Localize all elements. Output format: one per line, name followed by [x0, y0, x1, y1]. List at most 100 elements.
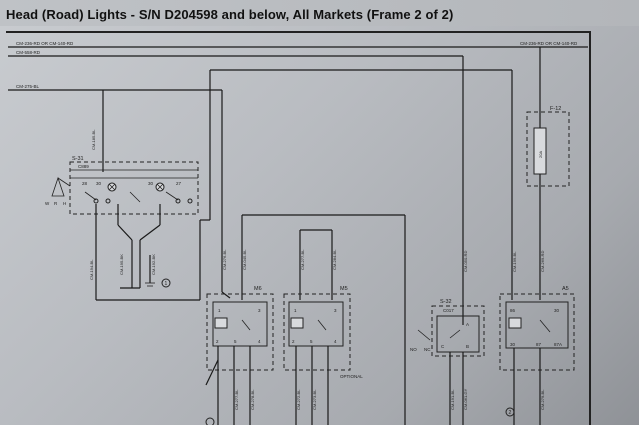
switch-s31: S-31 C889 28 30 30 27 W R H: [45, 90, 210, 301]
s32-outline: [431, 305, 485, 357]
wire-label-8: CM-284-BL: [332, 249, 337, 270]
wire-label-1: CM-185-BL: [91, 129, 96, 150]
m5-pin-3: 3: [334, 308, 337, 313]
s31-pin-3: 30: [148, 181, 154, 186]
s31-pos-r: R: [54, 201, 58, 206]
bus-label-second: CM-558-RD: [16, 50, 41, 55]
s31-connector: C889: [78, 164, 89, 169]
m6-relay-body: [212, 301, 268, 347]
wire-label-3: CM-195-BK: [119, 254, 124, 275]
title-bar: Head (Road) Lights - S/N D204598 and bel…: [0, 0, 639, 26]
m6-outline: [206, 293, 274, 371]
wire-label-5: CM-276-BL: [222, 249, 227, 270]
m5-pin-2: 2: [292, 339, 295, 344]
bus-label-top-left: CM-236-RD OR CM-140-RD: [16, 41, 74, 46]
m5-id: M5: [340, 286, 348, 292]
s31-id: S-31: [72, 156, 84, 162]
a5-pin-87: 87: [536, 342, 542, 347]
callout-1: [161, 278, 171, 288]
s32-connector: C017: [443, 308, 454, 313]
bus-label-top-right: CM-236-RD OR CM-140-RD: [520, 41, 578, 46]
m5-optional-note: OPTIONAL: [340, 374, 363, 379]
m5-pin-4: 4: [334, 339, 337, 344]
m5-outline: [283, 293, 351, 371]
wire-label-14: CM-272-BL: [296, 389, 301, 410]
a5-pin-30b: 30: [510, 342, 516, 347]
bus-tip-m6: [221, 291, 231, 299]
a5-pin-86: 86: [510, 308, 516, 313]
m6-pin-1: 1: [218, 308, 221, 313]
a5-body: [505, 301, 569, 349]
bus-lines: [8, 46, 588, 325]
wire-label-9: CM-050-RD: [463, 251, 468, 272]
s31-contact-1: [84, 191, 97, 201]
s31-pos-h: H: [63, 201, 66, 206]
module-m5: M5 1 3 2 5 4 OPTIONAL: [283, 229, 363, 425]
m5-pin-1: 1: [294, 308, 297, 313]
wire-label-17: CM-061-GY: [463, 388, 468, 410]
wire-label-15: CM-273-BL: [312, 389, 317, 410]
wire-label-16: CM-191-BL: [450, 389, 455, 410]
a5-pin-87a: 87A: [554, 342, 562, 347]
wire-label-12: CM-277-BL: [234, 389, 239, 410]
a5-contact: [539, 319, 551, 333]
wire-label-6: CM-045-BL: [242, 249, 247, 270]
s31-outline: [69, 161, 199, 215]
m6-pin-5: 5: [234, 339, 237, 344]
wire-label-13: CM-278-BL: [250, 389, 255, 410]
m6-pin-3: 3: [258, 308, 261, 313]
s32-state-no: NO: [410, 347, 417, 352]
s32-state-nc: NC: [424, 347, 431, 352]
s31-pos-w: W: [45, 201, 50, 206]
f12-rating: 20A: [538, 151, 543, 158]
m5-coil-icon: [290, 317, 304, 329]
switch-s32: S-32 C017 A C B NO NC: [410, 299, 485, 425]
wire-label-4: CM-192-BK: [151, 254, 156, 275]
m6-coil-icon: [214, 317, 228, 329]
bus-label-third: CM-275-BL: [16, 84, 40, 89]
m6-contact: [241, 319, 251, 331]
s31-pin-2: 30: [96, 181, 102, 186]
s32-pin-a: A: [466, 322, 469, 327]
wire-label-10: CM-199-BL: [512, 251, 517, 272]
callout-2-label: 2: [509, 410, 512, 416]
s31-pin-4: 27: [176, 181, 182, 186]
s32-body: [436, 315, 480, 353]
a5-coil-icon: [508, 317, 522, 329]
wire-label-2: CM-194-BL: [89, 259, 94, 280]
s31-contact-2: [165, 191, 179, 201]
s31-contact-3: [129, 191, 141, 203]
fuse-f12: F-12 20A: [526, 106, 570, 187]
callout-2: [505, 407, 515, 417]
m5-contact: [317, 319, 327, 331]
m6-pin-4: 4: [258, 339, 261, 344]
s31-pin-1: 28: [82, 181, 88, 186]
s32-contact: [449, 329, 461, 339]
s32-pin-c: C: [441, 344, 445, 349]
f12-id: F-12: [550, 106, 561, 112]
f12-outline: [526, 111, 570, 187]
wire-label-18: CM-279-BL: [540, 389, 545, 410]
s32-pin-b: B: [466, 344, 469, 349]
a5-pin-30: 30: [554, 308, 560, 313]
callout-1-label: 1: [165, 281, 168, 287]
page-title: Head (Road) Lights - S/N D204598 and bel…: [6, 7, 454, 22]
module-m6: M6 1 3 2 5 4: [205, 214, 406, 425]
m5-relay-body: [288, 301, 344, 347]
wire-label-7: CM-277-BL: [300, 249, 305, 270]
a5-outline: [499, 293, 575, 371]
s32-lever-icon: [417, 329, 431, 341]
f12-fuse-icon: [533, 127, 547, 175]
callout-m6: [205, 417, 215, 425]
diagram-frame: [6, 31, 591, 425]
s31-actuator-icon: [51, 176, 65, 197]
m6-pin-2: 2: [216, 339, 219, 344]
a5-id: A5: [562, 286, 569, 292]
wire-label-11: CM-269-RD: [540, 251, 545, 272]
m5-pin-5: 5: [310, 339, 313, 344]
relay-a5: A5 86 30 30 87 87A 2: [499, 286, 575, 425]
m6-id: M6: [254, 286, 262, 292]
s32-id: S-32: [440, 299, 452, 305]
